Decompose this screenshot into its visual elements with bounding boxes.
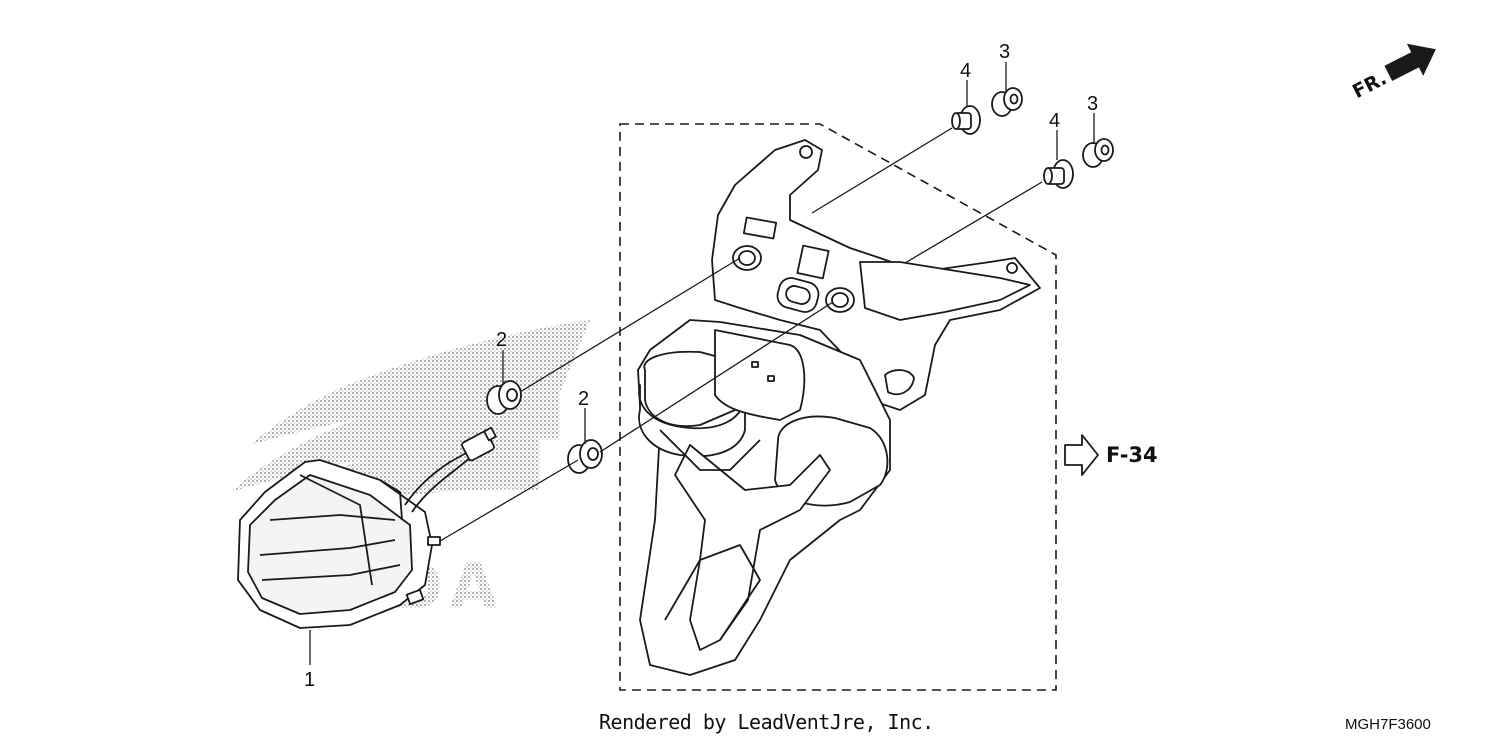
callout-grommet-upper: 2 <box>496 329 507 351</box>
grommet-lower <box>567 439 603 474</box>
callout-tail-light: 1 <box>304 669 315 691</box>
direction-label: FR. <box>1349 67 1390 103</box>
collar-right <box>1043 159 1074 189</box>
diagram-code: MGH7F3600 <box>1345 716 1431 733</box>
collar-left <box>951 105 981 135</box>
grommet-upper <box>486 380 522 415</box>
callout-grommet-lower: 2 <box>578 388 589 410</box>
callout-collar-left: 4 <box>960 60 971 82</box>
rear-fender-bracket <box>637 139 1041 676</box>
tail-light-assembly <box>237 426 497 629</box>
callout-nut-left: 3 <box>999 41 1010 63</box>
callout-nut-right: 3 <box>1087 93 1098 115</box>
nut-right <box>1082 138 1114 168</box>
leader-lines <box>309 62 1095 665</box>
assembly-lines <box>439 127 1043 542</box>
reference-label: F-34 <box>1106 443 1158 467</box>
callout-collar-right: 4 <box>1049 110 1060 132</box>
render-credit: Rendered by LeadVentJre, Inc. <box>599 710 934 734</box>
front-direction-indicator: FR. <box>1349 43 1436 103</box>
direction-arrow-icon <box>1384 43 1436 81</box>
reference-link[interactable]: F-34 <box>1064 434 1158 476</box>
assembly-group-outline <box>619 123 1057 691</box>
outline-arrow-icon <box>1064 434 1099 476</box>
nut-left <box>991 87 1023 117</box>
